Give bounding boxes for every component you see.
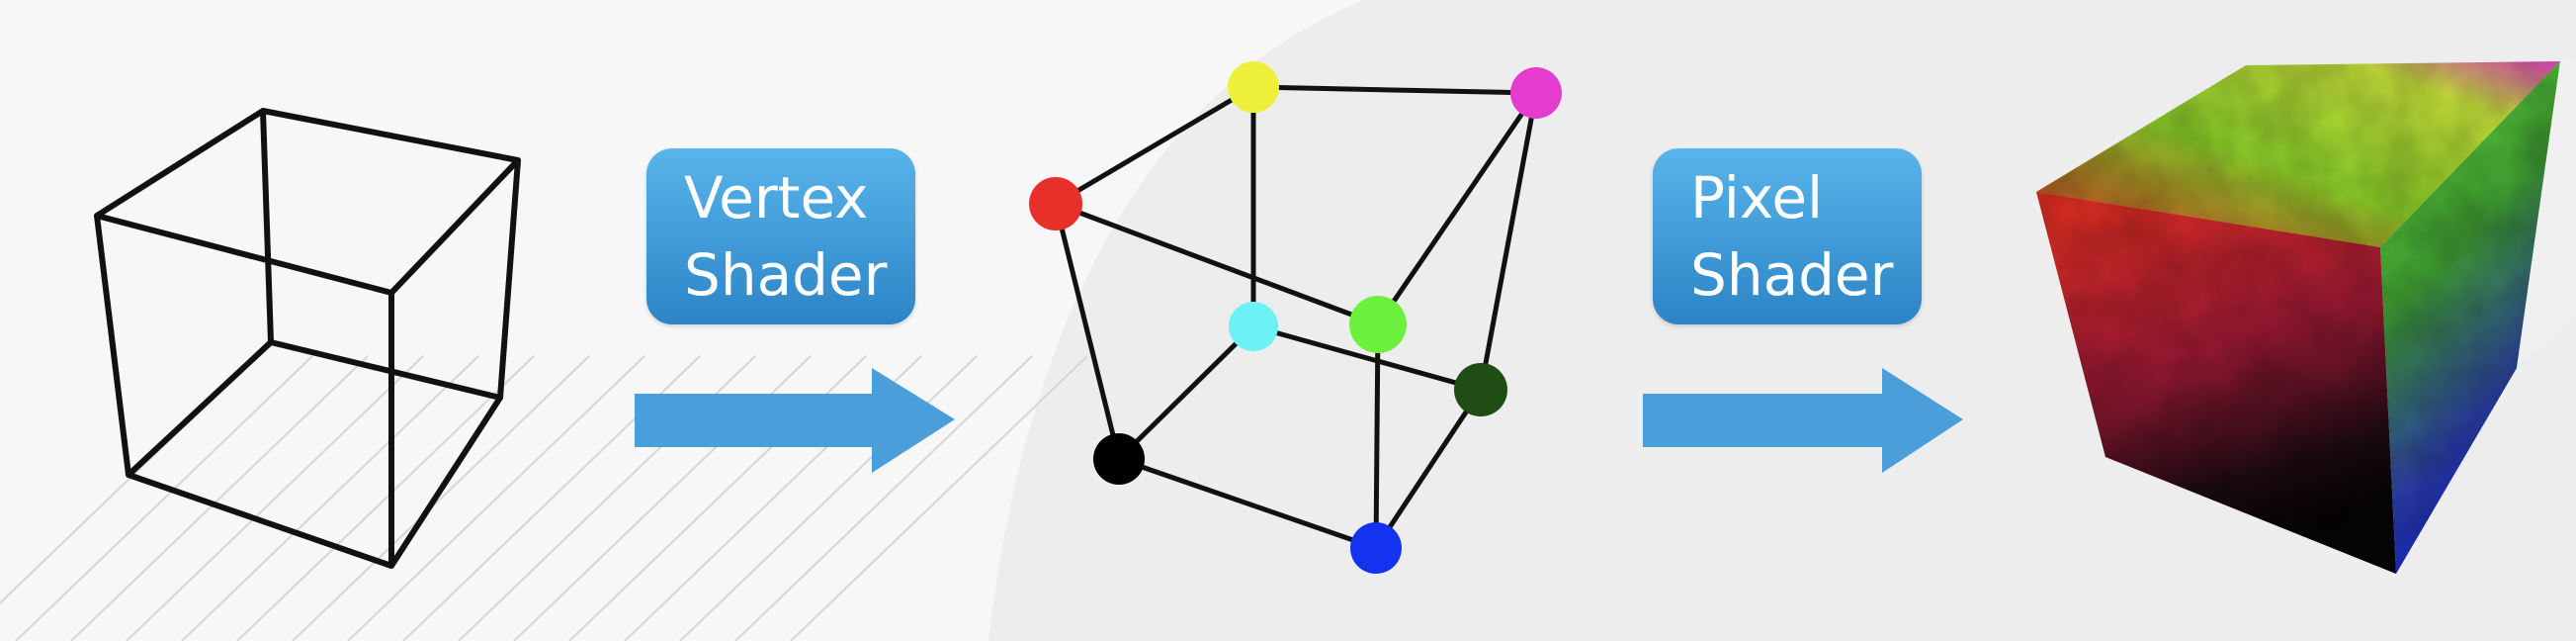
hatch-line (734, 355, 1033, 641)
hatch-decoration (0, 355, 1088, 641)
hatch-line (126, 355, 424, 641)
vertex-cube-edges (1053, 84, 1539, 551)
vertex-magenta (1510, 67, 1562, 119)
vertex-shader-label-line2: Shader (684, 241, 888, 309)
hatch-line (181, 355, 479, 641)
hatch-line (292, 355, 590, 641)
arrow-pixel (1643, 368, 1963, 473)
pixel-shader-label-line1: Pixel (1690, 164, 1824, 231)
hatch-line (790, 355, 1088, 641)
hatch-line (15, 355, 313, 641)
vertex-yellow (1228, 61, 1279, 113)
pixel-shader-label-line2: Shader (1690, 241, 1894, 309)
wireframe-cube (94, 108, 521, 569)
vertex-red (1029, 177, 1082, 230)
vertex-green (1349, 296, 1407, 353)
vertex-dots (1029, 61, 1562, 574)
shaded-cube (2036, 59, 2576, 574)
vertex-blue (1350, 522, 1402, 574)
hatch-line (70, 355, 369, 641)
pixel-shader-label: Pixel Shader (1653, 148, 1922, 324)
hatch-line (347, 355, 645, 641)
vertex-darkgreen (1454, 363, 1507, 416)
vertex-black (1093, 433, 1145, 485)
hatch-line (236, 355, 535, 641)
vertex-shader-label: Vertex Shader (646, 148, 915, 324)
vertex-shader-label-line1: Vertex (684, 164, 869, 231)
vertex-cyan (1229, 302, 1278, 351)
arrow-vertex (635, 368, 955, 473)
